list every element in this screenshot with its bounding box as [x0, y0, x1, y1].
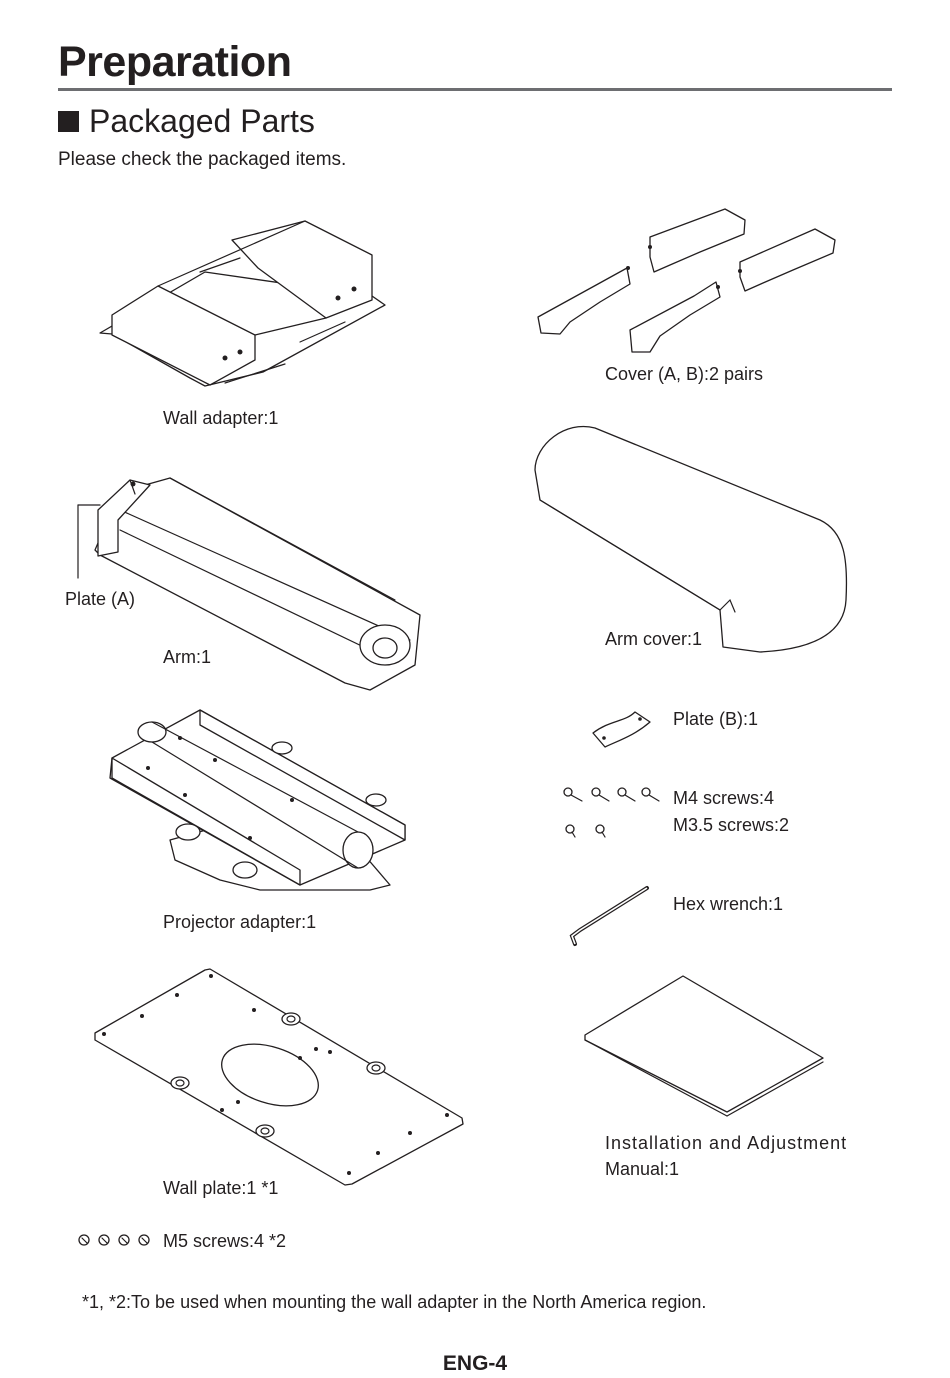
wall-plate-label: Wall plate:1 *1 [163, 1178, 279, 1198]
m4-screw-icon [564, 788, 582, 801]
m4-screw-icon [642, 788, 659, 801]
m5-screw-icon [99, 1235, 109, 1245]
wall-adapter-illustration [100, 221, 385, 386]
arm-illustration [78, 478, 420, 690]
plate-a-label: Plate (A) [65, 589, 136, 609]
m4-screws-label: M4 screws:4 [673, 788, 775, 808]
m5-screws-label: M5 screws:4 *2 [163, 1231, 287, 1251]
m35-screw-icon [596, 825, 605, 837]
page-number: ENG-4 [442, 1352, 508, 1375]
arm-cover-illustration [535, 426, 847, 652]
intro-text: Please check the packaged items. [58, 149, 347, 170]
hex-wrench-label: Hex wrench:1 [673, 894, 784, 914]
hex-wrench-illustration [572, 888, 647, 944]
m4-screw-icon [618, 788, 635, 801]
m5-screw-icon [119, 1235, 129, 1245]
plate-b-illustration [593, 712, 650, 747]
cover-label: Cover (A, B):2 pairs [605, 364, 764, 384]
plate-b-label: Plate (B):1 [673, 709, 759, 729]
footnote: *1, *2:To be used when mounting the wall… [82, 1292, 707, 1312]
arm-label: Arm:1 [163, 647, 212, 667]
section-heading: Packaged Parts [58, 101, 315, 141]
manual-label-line2: Manual:1 [605, 1159, 680, 1179]
covers-illustration [538, 209, 835, 352]
manual-label-line1: Installation and Adjustment [605, 1133, 848, 1153]
m5-screw-icon [79, 1235, 89, 1245]
section-title: Packaged Parts [89, 103, 315, 139]
arm-cover-label: Arm cover:1 [605, 629, 703, 649]
projector-adapter-label: Projector adapter:1 [163, 912, 317, 932]
projector-adapter-illustration [110, 710, 405, 890]
page-title: Preparation [58, 38, 292, 86]
m5-screws-illustration [79, 1235, 149, 1245]
wall-plate-illustration [95, 969, 463, 1185]
title-rule [58, 88, 892, 91]
bullet-square-icon [58, 110, 79, 132]
wall-adapter-label: Wall adapter:1 [163, 408, 279, 428]
m35-screw-icon [566, 825, 575, 837]
screws-illustration [564, 788, 659, 837]
m35-screws-label: M3.5 screws:2 [673, 815, 790, 835]
m4-screw-icon [592, 788, 609, 801]
manual-illustration [585, 976, 823, 1116]
m5-screw-icon [139, 1235, 149, 1245]
